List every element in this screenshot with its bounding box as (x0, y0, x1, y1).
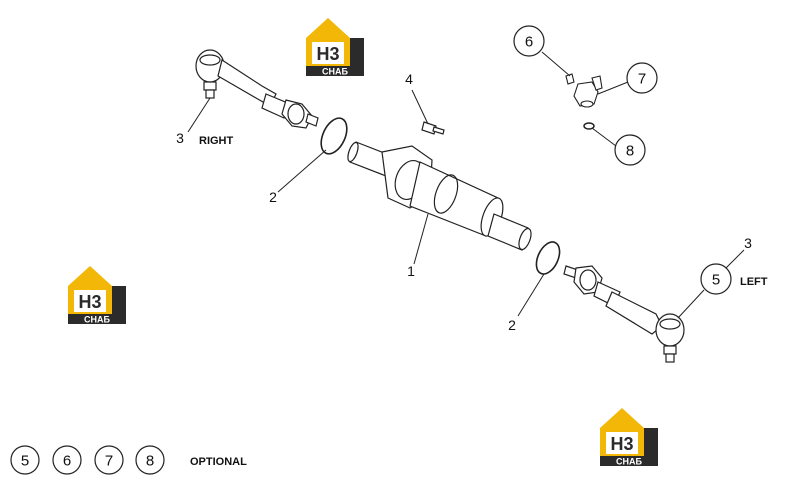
legend-item-8: 8 (135, 445, 165, 475)
callout-4: 4 (405, 71, 413, 87)
o-ring-right (535, 241, 561, 275)
logo-top-sub: СНАБ (322, 67, 348, 77)
logo-bottom-right-sub: СНАБ (616, 457, 642, 467)
logo-top-main: H3 (316, 44, 339, 64)
tie-rod-end-left (563, 265, 685, 363)
logo-left: H3 СНАБ (68, 266, 126, 325)
callout-2-left: 2 (269, 189, 277, 205)
legend-label-5: 5 (21, 453, 29, 470)
callout-1: 1 (407, 263, 415, 279)
callout-6: 6 (525, 34, 533, 51)
callout-7: 7 (638, 71, 646, 88)
callout-5: 5 (712, 272, 720, 289)
callout-3-right: 3 (744, 235, 752, 251)
steering-cylinder (347, 141, 532, 251)
grease-fitting (565, 73, 603, 130)
legend-item-7: 7 (94, 445, 124, 475)
callout-8: 8 (626, 143, 634, 160)
circle-callout-7: 7 (626, 62, 658, 94)
legend-item-5: 5 (10, 445, 40, 475)
legend-label-8: 8 (146, 453, 154, 470)
logo-bottom-right: H3 СНАБ (600, 408, 658, 467)
legend-label-6: 6 (63, 453, 71, 470)
logo-bottom-right-main: H3 (610, 434, 633, 454)
circle-callout-5: 5 (700, 263, 732, 295)
circle-callout-6: 6 (513, 25, 545, 57)
legend-optional-label: OPTIONAL (190, 456, 247, 468)
leader-lines (187, 51, 745, 319)
circle-callout-8: 8 (614, 134, 646, 166)
tie-rod-end-right (195, 49, 319, 129)
callout-2-right: 2 (508, 317, 516, 333)
label-right: RIGHT (199, 135, 234, 147)
callout-3-left: 3 (176, 130, 184, 146)
legend-item-6: 6 (52, 445, 82, 475)
legend-label-7: 7 (105, 453, 113, 470)
logo-top: H3 СНАБ (306, 18, 364, 77)
logo-left-main: H3 (78, 292, 101, 312)
bolt (421, 121, 445, 135)
label-left: LEFT (740, 276, 768, 288)
optional-legend: 5 6 7 8 OPTIONAL (10, 445, 247, 475)
o-ring-left (320, 117, 348, 155)
logo-left-sub: СНАБ (84, 315, 110, 325)
